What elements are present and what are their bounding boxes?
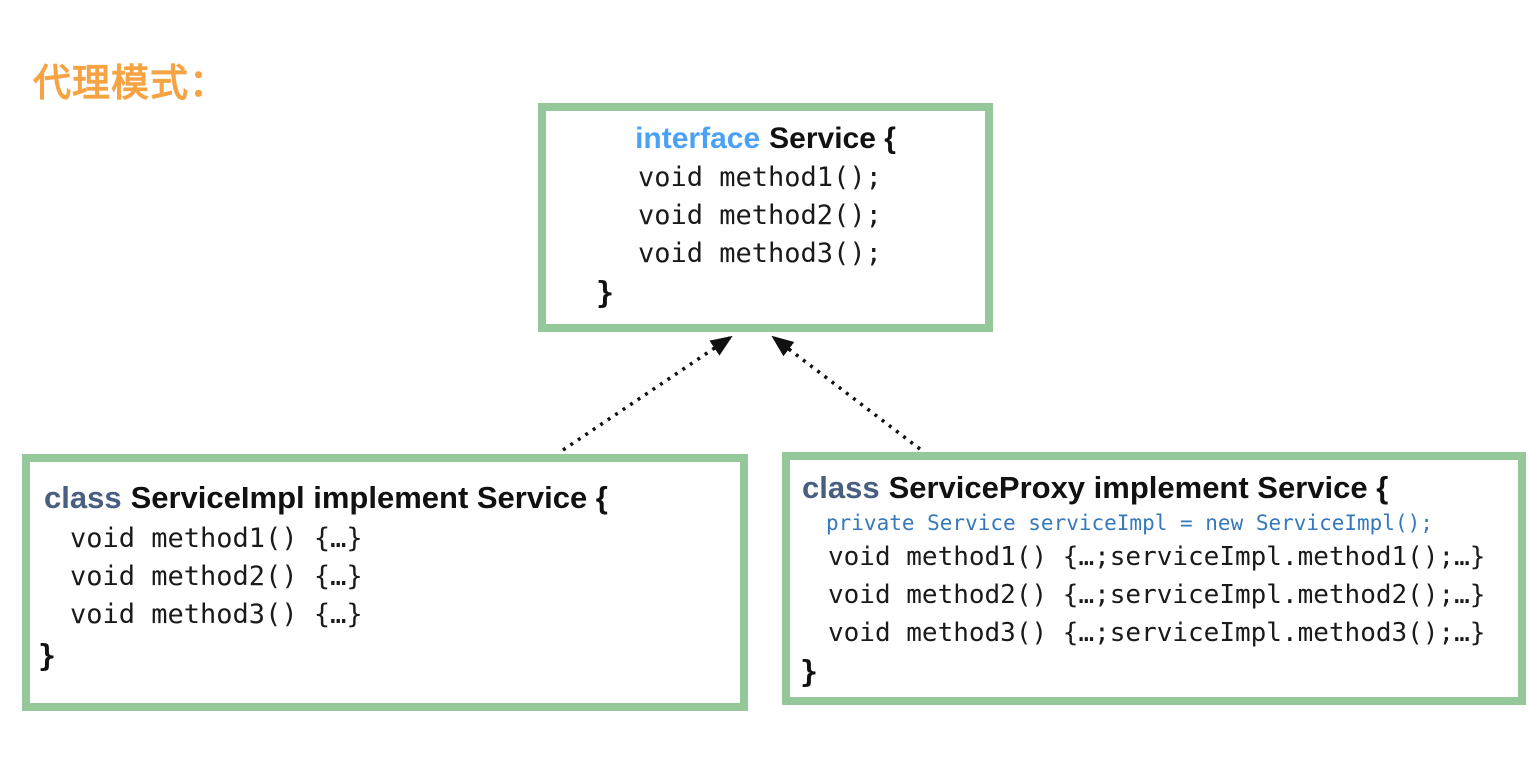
- code-line: void method3() {…;serviceImpl.method3();…: [828, 618, 1486, 648]
- code-line: void method2();: [638, 200, 882, 231]
- class-keyword: class: [802, 470, 880, 505]
- code-line: void method2() {…}: [70, 561, 363, 592]
- arrow-impl-to-interface: [562, 335, 733, 452]
- proxy-declaration: ServiceProxy implement Service {: [888, 470, 1389, 505]
- code-line: void method1();: [638, 162, 882, 193]
- impl-declaration: ServiceImpl implement Service {: [130, 480, 608, 515]
- code-line: void method1() {…;serviceImpl.method1();…: [828, 542, 1486, 572]
- diagram-title: 代理模式：: [33, 63, 229, 105]
- closing-brace: }: [596, 276, 615, 311]
- code-line: void method2() {…;serviceImpl.method2();…: [828, 580, 1486, 610]
- code-line: void method1() {…}: [70, 523, 363, 554]
- code-line: void method3() {…}: [70, 599, 363, 630]
- class-keyword: class: [44, 480, 122, 515]
- proxy-field-line: private Service serviceImpl = new Servic…: [826, 511, 1433, 535]
- interface-declaration: Service {: [769, 122, 896, 155]
- code-line: void method3();: [638, 238, 882, 269]
- arrow-proxy-to-interface: [771, 335, 922, 451]
- closing-brace: }: [38, 639, 57, 674]
- closing-brace: }: [800, 655, 819, 690]
- interface-keyword: interface: [635, 122, 761, 155]
